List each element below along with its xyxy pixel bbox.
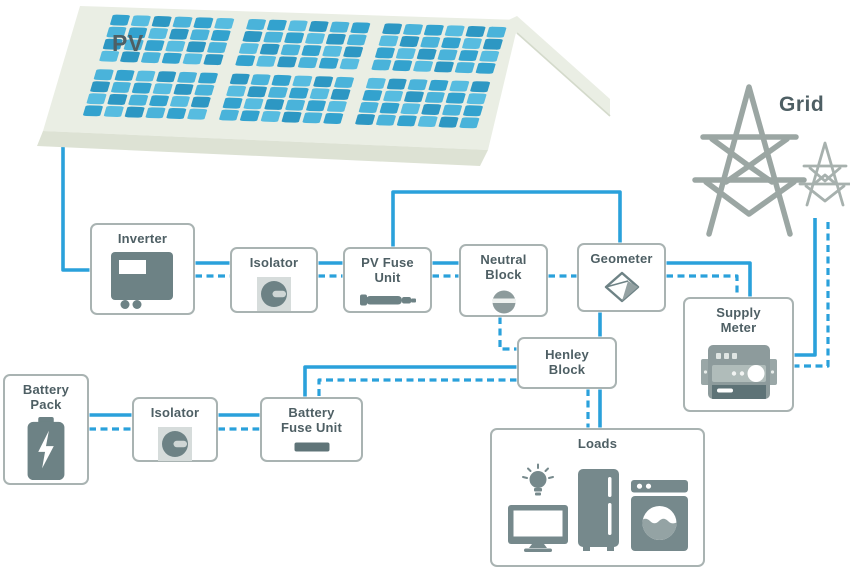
conn-henley-batteryfuse-solid [303, 365, 517, 397]
node-label: PV Fuse Unit [361, 255, 414, 285]
conn-geometer-supplymeter-solid [666, 261, 752, 297]
light-bulb-icon [521, 463, 554, 496]
wiring-solid [61, 140, 817, 428]
node-isolator-pv: Isolator [230, 247, 318, 313]
node-label: Battery Pack [22, 382, 70, 412]
gem-icon [604, 271, 639, 303]
battery-icon [27, 416, 65, 480]
conn-neutral-henley-dashed [498, 317, 517, 351]
conn-pv-inverter [61, 140, 90, 272]
node-geometer: Geometer [577, 243, 666, 312]
node-label: Geometer [590, 251, 653, 266]
fuse-bar-icon [294, 442, 329, 452]
rotary-isolator-icon [257, 276, 291, 311]
node-inverter: Inverter [90, 223, 195, 315]
node-henley-block: Henley Block [517, 337, 617, 389]
node-supply-meter: Supply Meter [683, 297, 794, 412]
conn-grid-supplymeter-dashed [794, 222, 830, 368]
node-label: Isolator [249, 255, 299, 270]
wiring-dashed [89, 222, 830, 431]
node-isolator-battery: Isolator [132, 397, 218, 462]
node-label: Isolator [150, 405, 200, 420]
node-loads: Loads [490, 428, 705, 567]
grid-tower-small [798, 141, 850, 207]
neutral-terminal-icon [492, 290, 515, 314]
grid-label: Grid [779, 93, 825, 116]
fuse-icon [359, 294, 416, 306]
pv-label: PV [112, 30, 144, 56]
node-label: Supply Meter [716, 305, 761, 335]
conn-pvfuse-geometer-solid [391, 190, 622, 247]
node-battery-fuse-unit: Battery Fuse Unit [260, 397, 363, 462]
node-label: Inverter [117, 231, 168, 246]
roof [37, 6, 611, 166]
rotary-isolator-icon [158, 426, 192, 461]
node-label: Battery Fuse Unit [280, 405, 343, 435]
inverter-icon [110, 251, 173, 309]
conn-geometer-supplymeter-dashed [666, 274, 739, 297]
meter-icon [700, 344, 777, 399]
pv-array [82, 14, 507, 129]
loads-appliances [492, 463, 703, 552]
grid-tower-large [692, 84, 807, 237]
tv-icon [507, 505, 568, 552]
node-label: Henley Block [545, 347, 589, 377]
node-label: Loads [577, 436, 618, 451]
washing-machine-icon [630, 480, 688, 551]
node-pv-fuse-unit: PV Fuse Unit [343, 247, 432, 313]
node-battery-pack: Battery Pack [3, 374, 89, 485]
conn-henley-batteryfuse-dashed [317, 378, 517, 397]
conn-grid-supplymeter-solid [794, 218, 817, 357]
node-neutral-block: Neutral Block [459, 244, 548, 317]
node-label: Neutral Block [480, 252, 527, 282]
refrigerator-icon [578, 469, 619, 551]
